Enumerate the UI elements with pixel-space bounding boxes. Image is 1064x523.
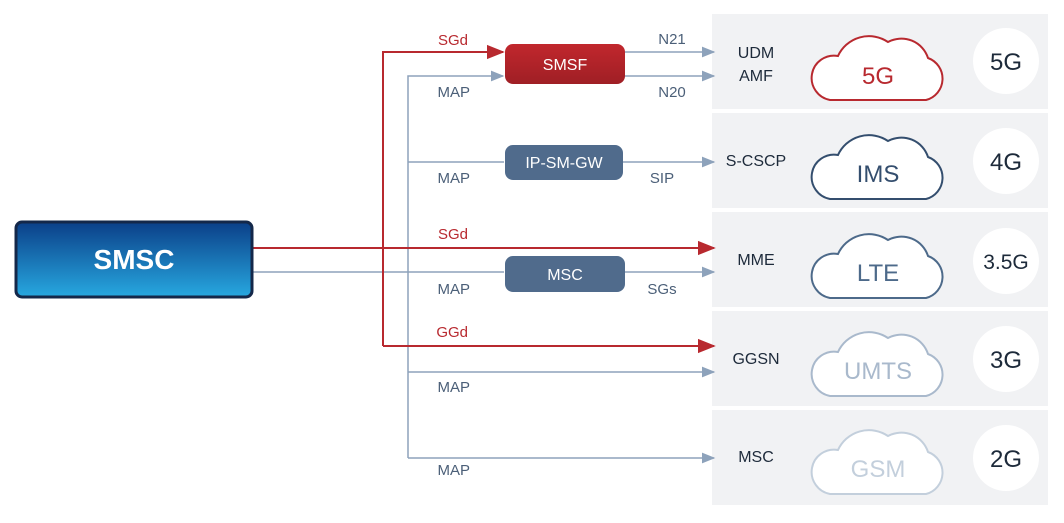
gen-badge-2g: 2G	[973, 425, 1039, 491]
map-4-label: MAP	[437, 379, 470, 396]
gen-3g-label: 3G	[990, 347, 1022, 374]
map-3-label: MAP	[437, 281, 470, 298]
target-labels: UDM AMF S-CSCP MME GGSN MSC	[726, 45, 786, 466]
mme-label: MME	[737, 252, 774, 269]
gen-badge-3g: 3G	[973, 326, 1039, 392]
generation-badges: 5G 4G 3.5G 3G 2G	[973, 28, 1039, 491]
ggsn-label: GGSN	[732, 351, 779, 368]
smsc-box[interactable]: SMSC	[14, 220, 254, 299]
gen-badge-5g: 5G	[973, 28, 1039, 94]
gen-3-5g-label: 3.5G	[983, 251, 1029, 274]
cloud-5g-icon: 5G	[810, 35, 944, 101]
sgs-label: SGs	[647, 281, 676, 298]
map-trunk-line	[407, 70, 505, 458]
sgd-top-label: SGd	[438, 32, 468, 49]
blue-connectors	[252, 46, 716, 464]
gen-2g-label: 2G	[990, 446, 1022, 473]
cloud-umts-icon: UMTS	[810, 331, 944, 397]
udm-label: UDM	[738, 45, 774, 62]
cloud-ims-label: IMS	[857, 161, 900, 188]
smsf-node[interactable]: SMSF	[505, 44, 625, 84]
n21-label: N21	[658, 31, 686, 48]
cloud-ims-icon: IMS	[810, 134, 944, 200]
map-2-label: MAP	[437, 170, 470, 187]
msc-label: MSC	[547, 267, 583, 284]
ggd-label: GGd	[436, 324, 468, 341]
cloud-umts-label: UMTS	[844, 358, 912, 385]
smsf-label: SMSF	[543, 57, 588, 74]
cloud-gsm-label: GSM	[851, 456, 906, 483]
msc2-label: MSC	[738, 449, 774, 466]
cloud-gsm-icon: GSM	[810, 429, 944, 495]
map-1-label: MAP	[437, 84, 470, 101]
scscp-label: S-CSCP	[726, 153, 786, 170]
smsc-label: SMSC	[94, 244, 175, 275]
gen-5g-label: 5G	[990, 49, 1022, 76]
sgd-mid-label: SGd	[438, 226, 468, 243]
amf-label: AMF	[739, 68, 773, 85]
ipsmgw-node[interactable]: IP-SM-GW	[505, 145, 623, 180]
network-clouds: 5G IMS LTE UMTS GSM	[810, 35, 944, 495]
gen-badge-4g: 4G	[973, 128, 1039, 194]
cloud-lte-icon: LTE	[810, 233, 944, 299]
red-connectors	[252, 44, 716, 354]
cloud-lte-label: LTE	[857, 260, 899, 287]
gen-badge-3-5g: 3.5G	[973, 228, 1039, 294]
sip-label: SIP	[650, 170, 674, 187]
ipsmgw-label: IP-SM-GW	[525, 155, 603, 172]
sgd-trunk-line	[382, 44, 505, 346]
link-labels: SGd MAP N21 N20 MAP SIP SGd MAP SGs GGd …	[436, 31, 685, 479]
map-5-label: MAP	[437, 462, 470, 479]
msc-node[interactable]: MSC	[505, 256, 625, 292]
gen-4g-label: 4G	[990, 149, 1022, 176]
cloud-5g-label: 5G	[862, 63, 894, 90]
n20-label: N20	[658, 84, 686, 101]
